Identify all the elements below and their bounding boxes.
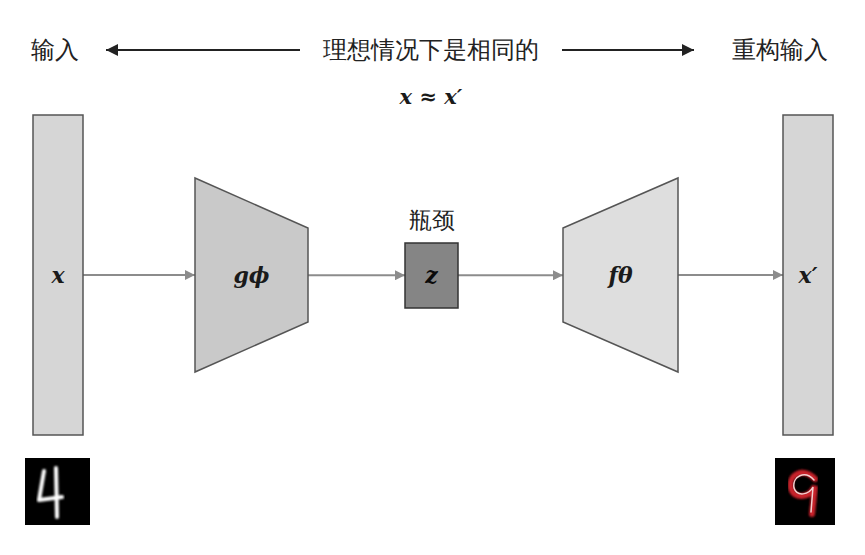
bottleneck-box: 瓶颈z [405,243,458,308]
node-symbol: gϕ [233,263,269,287]
node-symbol: fθ [608,263,632,287]
bottleneck-heading: 瓶颈 [409,208,455,233]
approx-equation: x ≈ x′ [400,85,463,108]
flow-arrow [308,274,405,276]
reconstructed-digit-image [775,458,835,525]
node-symbol: x′ [799,263,818,287]
decoder-trapezoid: fθ [563,178,678,372]
input-vector: x [33,115,83,435]
encoder-trapezoid: gϕ [195,178,308,372]
flow-arrow [678,274,783,276]
node-symbol: x [51,263,64,287]
output-vector: x′ [783,115,833,435]
reconstruction-label: 重构输入 [732,37,828,63]
input-label: 输入 [31,37,79,63]
identity-arrow-left [106,49,300,51]
node-symbol: z [425,263,438,287]
identity-note: 理想情况下是相同的 [323,37,539,63]
flow-arrow [83,274,195,276]
flow-arrow [458,274,563,276]
input-digit-image [25,458,90,525]
identity-arrow-right [562,49,694,51]
